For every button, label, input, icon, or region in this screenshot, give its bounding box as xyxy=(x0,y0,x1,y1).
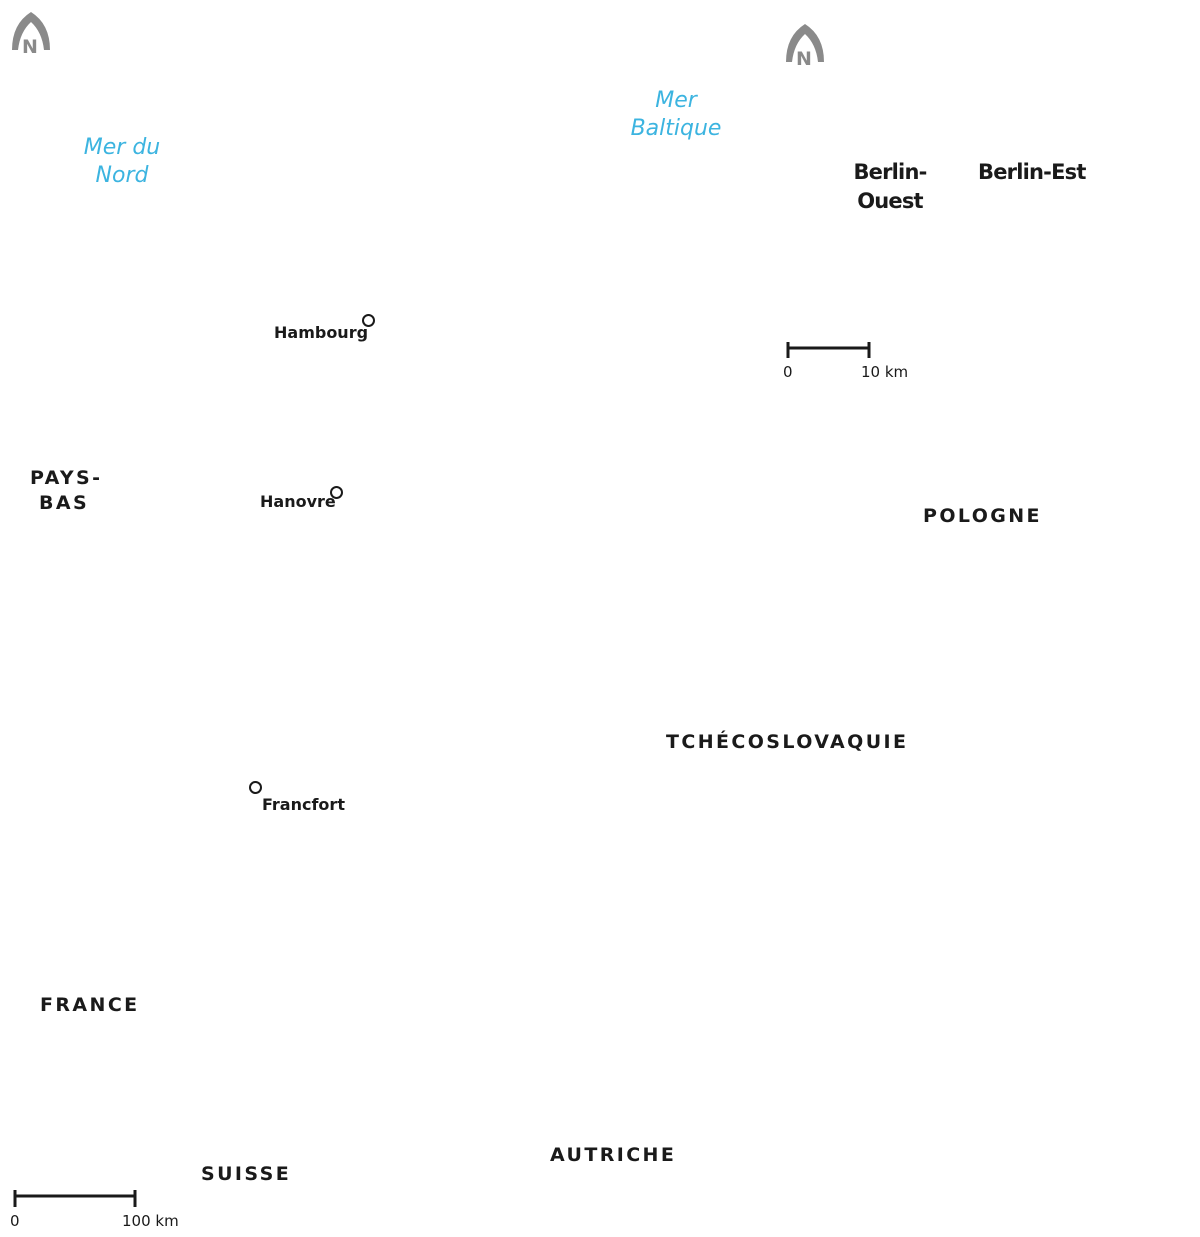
city-label-frankfurt: Francfort xyxy=(262,795,345,814)
city-label-hamburg: Hambourg xyxy=(274,323,369,342)
scale-label-end: 10 km xyxy=(861,363,909,381)
city-marker-hamburg xyxy=(362,314,375,327)
city-marker-frankfurt xyxy=(249,781,262,794)
country-label-czechoslovakia: TCHÉCOSLOVAQUIE xyxy=(666,731,909,753)
city-marker-hanover xyxy=(330,486,343,499)
scale-label-start: 0 xyxy=(10,1212,20,1230)
country-label-netherlands: PAYS- BAS xyxy=(30,467,103,514)
country-label-poland: POLOGNE xyxy=(923,505,1042,527)
sector-label-east-berlin: Berlin-Est xyxy=(978,160,1086,184)
country-label-france: FRANCE xyxy=(40,994,140,1016)
scale-label-end: 100 km xyxy=(122,1212,179,1230)
scale-bar-10km xyxy=(786,342,871,358)
city-label-hanover: Hanovre xyxy=(260,492,336,511)
north-arrow-label: N xyxy=(22,36,38,58)
scale-label-start: 0 xyxy=(783,363,793,381)
country-label-austria: AUTRICHE xyxy=(550,1144,677,1166)
scale-bar-100km xyxy=(13,1190,137,1207)
sea-label-north-sea: Mer du Nord xyxy=(83,135,161,188)
sector-label-west-berlin: Berlin- Ouest xyxy=(853,160,927,213)
country-label-switzerland: SUISSE xyxy=(201,1163,292,1185)
north-arrow-icon xyxy=(786,24,824,62)
north-arrow-label: N xyxy=(796,48,812,70)
sea-label-baltic-sea: Mer Baltique xyxy=(630,88,722,141)
north-arrow-icon xyxy=(12,12,50,50)
